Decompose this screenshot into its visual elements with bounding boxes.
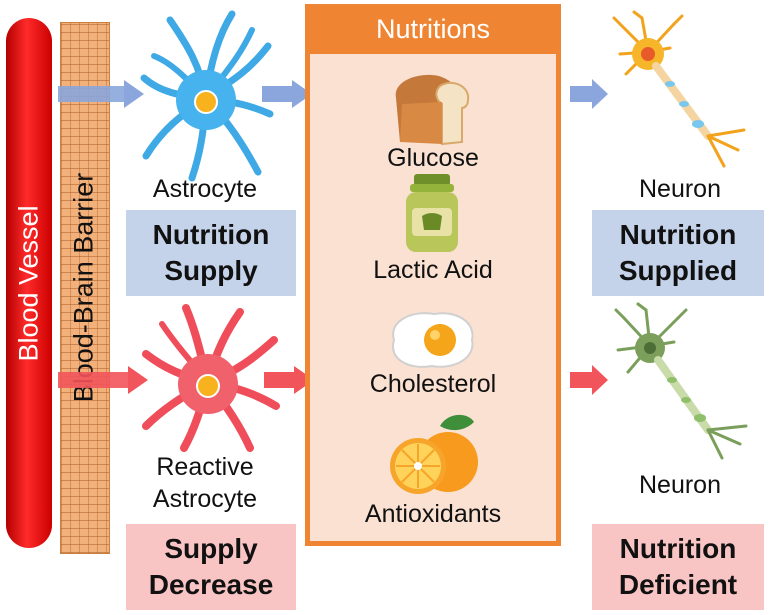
blue-arrow-middle	[262, 80, 312, 108]
supply-decrease-line2: Decrease	[148, 569, 274, 600]
supply-decrease-line1: Supply	[164, 533, 258, 564]
jar-icon	[406, 174, 458, 252]
blue-arrow-left	[58, 80, 144, 108]
red-arrow-left	[58, 366, 148, 394]
nutrition-supplied-line2: Supplied	[618, 255, 738, 286]
bread-icon	[395, 74, 470, 146]
healthy-neuron-icon	[612, 10, 746, 168]
orange-icon	[390, 414, 478, 494]
blue-arrow-right	[570, 79, 608, 109]
nutrition-supplied-line1: Nutrition	[619, 219, 737, 250]
neuron-label-top: Neuron	[639, 175, 721, 203]
antioxidants-label: Antioxidants	[364, 500, 502, 528]
deficient-neuron-icon	[614, 302, 748, 460]
blood-vessel	[6, 18, 52, 548]
reactive-astrocyte-label-line1: Reactive	[156, 453, 254, 481]
neuron-label-bottom: Neuron	[639, 471, 721, 499]
nutrition-supplied-box: Nutrition Supplied	[592, 210, 764, 296]
blood-brain-barrier	[60, 22, 110, 554]
reactive-astrocyte-label-line2: Astrocyte	[152, 485, 258, 513]
supply-decrease-box: Supply Decrease	[126, 524, 296, 610]
nutrition-supply-line1: Nutrition	[152, 219, 270, 250]
reactive-astrocyte-icon	[142, 304, 280, 452]
nutrition-supply-box: Nutrition Supply	[126, 210, 296, 296]
nutrition-supply-line2: Supply	[164, 255, 258, 286]
glucose-label: Glucose	[387, 144, 479, 172]
astrocyte-icon	[140, 10, 274, 182]
red-arrow-middle	[264, 366, 314, 394]
red-arrow-right	[570, 365, 608, 395]
nutrition-deficient-line1: Nutrition	[619, 533, 737, 564]
fried-egg-icon	[392, 312, 474, 368]
nutrition-deficient-box: Nutrition Deficient	[592, 524, 764, 610]
astrocyte-label: Astrocyte	[152, 175, 258, 203]
lactic-acid-label: Lactic Acid	[373, 256, 493, 284]
nutrition-deficient-line2: Deficient	[618, 569, 738, 600]
cholesterol-label: Cholesterol	[369, 370, 497, 398]
nutritions-title: Nutritions	[305, 4, 561, 54]
